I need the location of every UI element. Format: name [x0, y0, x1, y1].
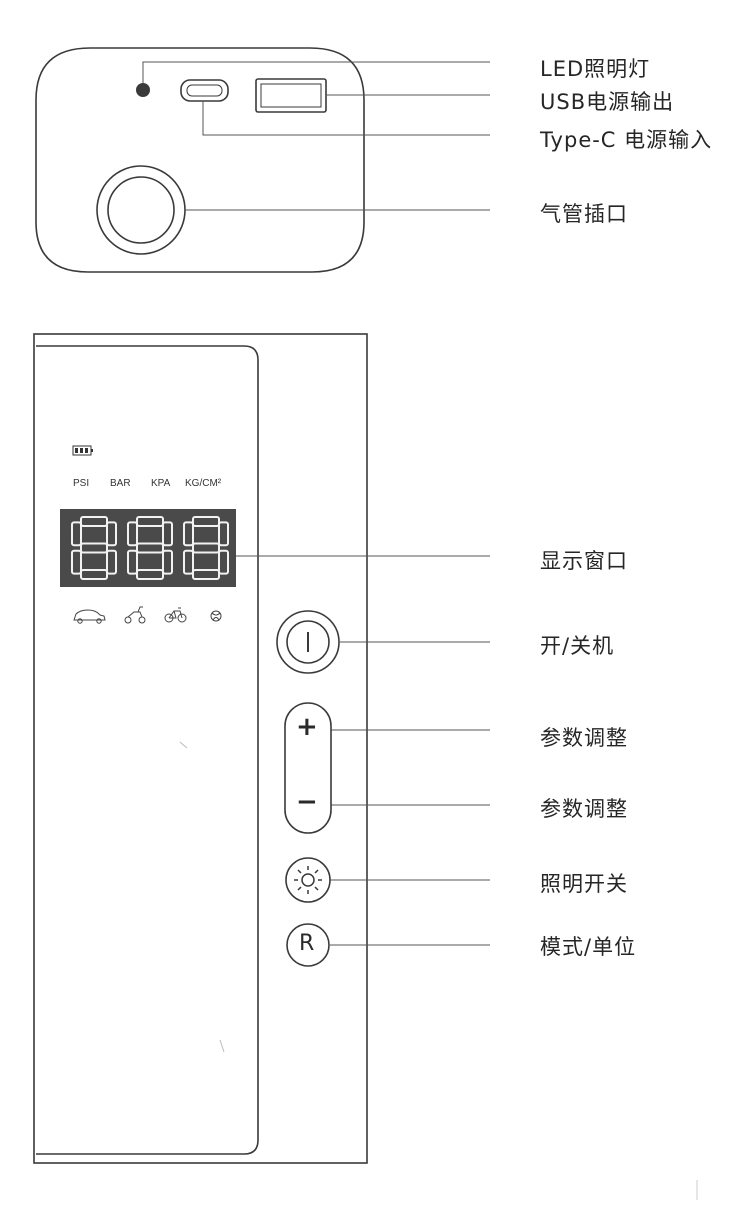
segment-2-e — [183, 549, 194, 575]
segment-0-d — [80, 569, 108, 580]
display-window — [60, 509, 236, 587]
sun-icon — [294, 866, 322, 894]
segment-1-b — [162, 521, 173, 547]
label-plus: 参数调整 — [540, 726, 628, 750]
segment-2-a — [192, 516, 220, 527]
label-display: 显示窗口 — [540, 549, 628, 573]
car-icon — [73, 609, 106, 624]
segment-1-e — [127, 549, 138, 575]
air-hose-port-inner — [107, 176, 175, 244]
label-power: 开/关机 — [540, 634, 615, 658]
segment-1-g — [136, 542, 164, 554]
scan-mark — [219, 1039, 225, 1053]
segment-1-a — [136, 516, 164, 527]
minus-icon: − — [296, 787, 318, 817]
scooter-icon — [124, 606, 146, 624]
label-light: 照明开关 — [540, 872, 628, 896]
led-light-hole — [136, 83, 150, 97]
display-window-frame — [36, 345, 259, 1155]
segment-0-b — [106, 521, 117, 547]
segment-2-d — [192, 569, 220, 580]
segment-2-b — [218, 521, 229, 547]
ball-icon — [210, 610, 222, 622]
segment-1-f — [127, 521, 138, 547]
segment-0-f — [71, 521, 82, 547]
air-hose-port-outer — [96, 165, 186, 255]
label-air: 气管插口 — [540, 202, 628, 226]
mode-button[interactable] — [286, 923, 330, 967]
light-button[interactable] — [285, 857, 331, 903]
segment-0-g — [80, 542, 108, 554]
plus-icon: + — [296, 712, 318, 742]
typec-port-inner — [186, 84, 223, 97]
scan-mark — [179, 741, 188, 749]
unit-kpa: KPA — [151, 478, 171, 489]
segment-1-c — [162, 549, 173, 575]
label-mode: 模式/单位 — [540, 935, 637, 959]
segment-2-g — [192, 542, 220, 554]
leader-typec — [202, 101, 490, 136]
r-letter-icon: R — [299, 931, 315, 956]
adjust-rocker[interactable] — [284, 702, 332, 834]
label-typec: Type-C 电源输入 — [540, 128, 713, 152]
top-panel-outline — [35, 47, 365, 273]
segment-0-c — [106, 549, 117, 575]
segment-0-a — [80, 516, 108, 527]
unit-psi: PSI — [73, 478, 90, 489]
typec-port — [180, 79, 229, 102]
label-led: LED照明灯 — [540, 57, 651, 81]
label-usb: USB电源输出 — [540, 90, 675, 114]
unit-bar: BAR — [110, 478, 131, 489]
unit-kgcm2: KG/CM² — [185, 478, 222, 489]
segment-2-c — [218, 549, 229, 575]
battery-icon — [72, 445, 93, 456]
bicycle-icon — [164, 607, 187, 623]
segment-2-f — [183, 521, 194, 547]
label-minus: 参数调整 — [540, 797, 628, 821]
power-button[interactable] — [276, 610, 340, 674]
seven-segment-digits — [71, 516, 229, 580]
usb-port-inner — [260, 83, 322, 108]
leader-led — [142, 61, 490, 83]
segment-0-e — [71, 549, 82, 575]
front-body-outline — [33, 333, 368, 1164]
segment-1-d — [136, 569, 164, 580]
